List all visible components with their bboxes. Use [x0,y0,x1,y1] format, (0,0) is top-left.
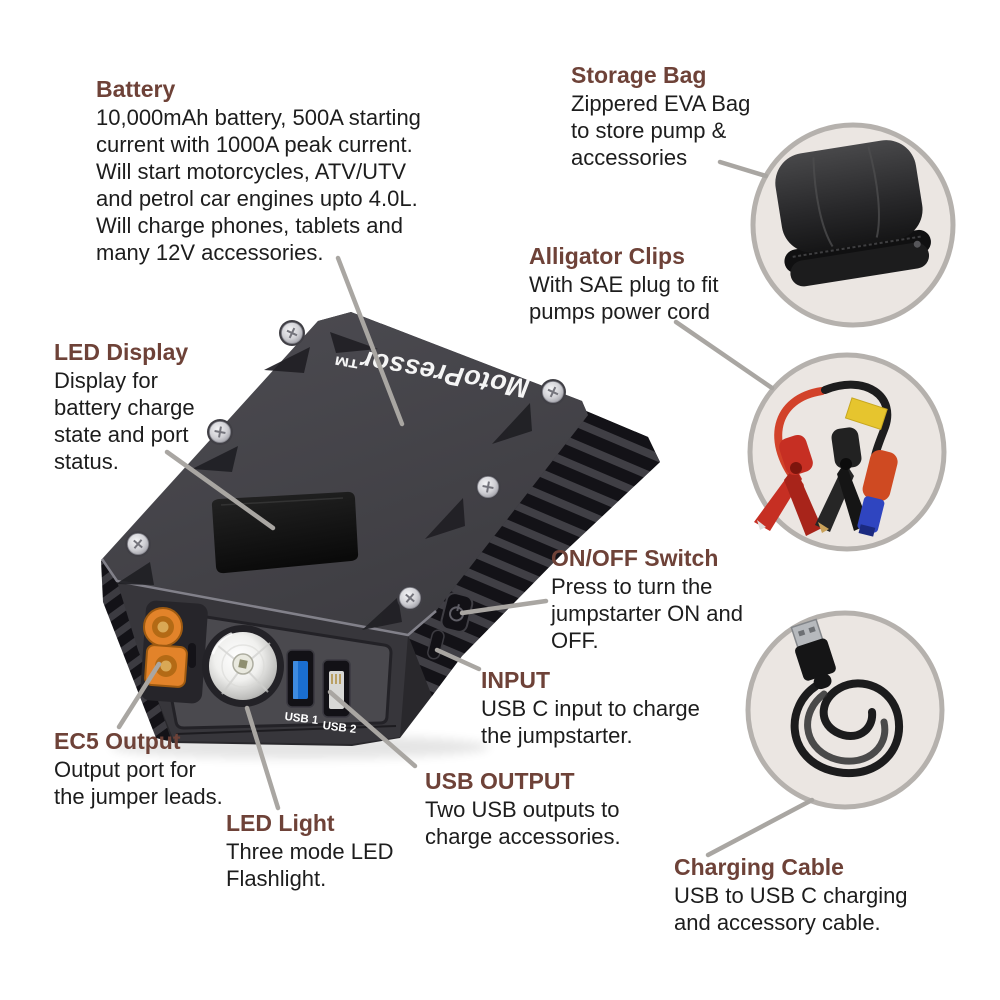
charging-cable-photo [745,610,945,810]
screw [397,585,423,611]
leader-line-led-light [244,705,281,811]
callout-storage-bag: Storage Bag Zippered EVA Bag to store pu… [571,62,750,171]
case-accents [116,332,532,630]
leader-line-on-off [459,598,549,616]
callout-led-display-title: LED Display [54,339,189,365]
callout-on-off-switch: ON/OFF Switch Press to turn the jumpstar… [551,545,743,654]
leader-line-ec5 [116,661,162,730]
callout-alligator-clips: Alligator Clips With SAE plug to fit pum… [529,243,719,325]
screw [125,531,151,557]
callout-usb-output: USB OUTPUT Two USB outputs to charge acc… [425,768,621,850]
front-face-seam [175,725,397,735]
leader-line-storage-bag [717,159,769,179]
leader-line-alligator-clips [673,319,775,391]
callout-usb-output-title: USB OUTPUT [425,768,575,794]
callout-led-display: LED Display Display for battery charge s… [54,339,195,475]
callout-alligator-clips-title: Alligator Clips [529,243,685,269]
leader-lines [116,159,815,858]
ec5-output-port [140,600,208,704]
callout-ec5-output: EC5 Output Output port for the jumper le… [54,728,223,810]
callout-alligator-clips-body: With SAE plug to fit pumps power cord [529,272,719,324]
leader-line-charging-cable [705,797,815,858]
callout-battery-title: Battery [96,76,176,102]
screw [540,379,566,405]
callout-battery: Battery 10,000mAh battery, 500A starting… [96,76,421,266]
screw [279,320,305,346]
callout-led-light: LED Light Three mode LED Flashlight. [226,810,394,892]
alligator-clips-photo [747,352,947,552]
callout-storage-bag-body: Zippered EVA Bag to store pump & accesso… [571,91,751,170]
callout-input: INPUT USB C input to charge the jumpstar… [481,667,700,749]
callout-charging-cable-title: Charging Cable [674,854,844,880]
usb-a-connector [790,618,836,690]
screw [475,474,501,500]
callout-input-body: USB C input to charge the jumpstarter. [481,696,700,748]
callout-charging-cable: Charging Cable USB to USB C charging and… [674,854,908,936]
reset-slot [188,643,196,668]
callout-ec5-output-title: EC5 Output [54,728,181,754]
callout-ec5-output-body: Output port for the jumper leads. [54,757,223,809]
led-flashlight [202,625,284,707]
coiled-cable-2 [804,690,889,765]
jump-starter-photo: MotoPressor™ [100,312,660,759]
callout-on-off-switch-body: Press to turn the jumpstarter ON and OFF… [551,574,743,653]
top-face-front-rim [100,558,437,637]
callout-led-light-body: Three mode LED Flashlight. [226,839,394,891]
callout-charging-cable-body: USB to USB C charging and accessory cabl… [674,883,908,935]
on-off-switch [440,592,474,633]
callout-on-off-switch-title: ON/OFF Switch [551,545,719,571]
yellow-tag [844,397,888,430]
red-clip [754,434,822,536]
leader-line-led-display [164,449,276,531]
usb2-label: USB 2 [322,720,357,736]
screw [207,419,233,445]
leader-line-battery [335,255,405,427]
callout-input-title: INPUT [481,667,550,693]
callout-storage-bag-title: Storage Bag [571,62,707,88]
sae-ec5-plug [857,449,898,537]
usb1-label: USB 1 [284,711,320,727]
callout-led-display-body: Display for battery charge state and por… [54,368,195,474]
screws [125,320,566,611]
callout-usb-output-body: Two USB outputs to charge accessories. [425,797,621,849]
callout-led-light-title: LED Light [226,810,335,836]
leader-line-input [434,647,482,672]
callout-battery-body: 10,000mAh battery, 500A starting current… [96,105,421,265]
leader-line-usb-output [327,689,418,769]
storage-bag-photo [750,122,956,328]
usb1-port: USB 1 [284,649,320,727]
coiled-cable [790,679,904,778]
